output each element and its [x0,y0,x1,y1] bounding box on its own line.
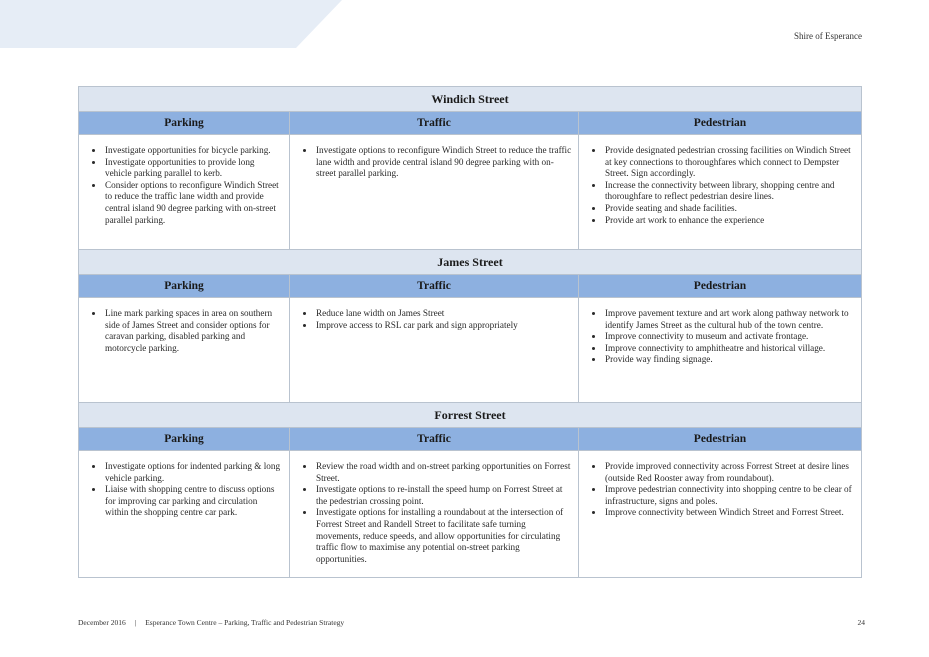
windich-pedestrian-cell: Provide designated pedestrian crossing f… [578,134,862,250]
bullet-list: Provide designated pedestrian crossing f… [579,145,855,226]
james-parking-cell: Line mark parking spaces in area on sout… [78,297,290,403]
column-header-parking: Parking [78,111,290,135]
list-item: Improve pedestrian connectivity into sho… [604,484,855,507]
column-header-pedestrian: Pedestrian [578,111,862,135]
footer-date: December 2016 [78,618,126,627]
list-item: Consider options to reconfigure Windich … [104,180,283,226]
column-header-parking: Parking [78,427,290,451]
list-item: Investigate options to re-install the sp… [315,484,572,507]
bullet-list: Line mark parking spaces in area on sout… [79,308,283,354]
strategy-table: Windich Street Parking Traffic Pedestria… [78,86,862,578]
bullet-list: Reduce lane width on James Street Improv… [290,308,572,331]
list-item: Improve access to RSL car park and sign … [315,320,572,332]
forrest-pedestrian-cell: Provide improved connectivity across For… [578,450,862,578]
bullet-list: Investigate options for indented parking… [79,461,283,519]
bullet-list: Investigate opportunities for bicycle pa… [79,145,283,226]
forrest-parking-cell: Investigate options for indented parking… [78,450,290,578]
column-header-traffic: Traffic [289,427,579,451]
column-header-parking: Parking [78,274,290,298]
list-item: Investigate opportunities to provide lon… [104,157,283,180]
list-item: Provide designated pedestrian crossing f… [604,145,855,180]
list-item: Liaise with shopping centre to discuss o… [104,484,283,519]
list-item: Improve pavement texture and art work al… [604,308,855,331]
list-item: Line mark parking spaces in area on sout… [104,308,283,354]
list-item: Investigate opportunities for bicycle pa… [104,145,283,157]
bullet-list: Provide improved connectivity across For… [579,461,855,519]
page-number: 24 [857,618,866,627]
list-item: Provide seating and shade facilities. [604,203,855,215]
list-item: Provide art work to enhance the experien… [604,215,855,227]
list-item: Improve connectivity to amphitheatre and… [604,343,855,355]
list-item: Reduce lane width on James Street [315,308,572,320]
header-organization: Shire of Esperance [794,31,862,41]
windich-traffic-cell: Investigate options to reconfigure Windi… [289,134,579,250]
bullet-list: Review the road width and on-street park… [290,461,572,565]
list-item: Investigate options to reconfigure Windi… [315,145,572,180]
list-item: Investigate options for installing a rou… [315,507,572,565]
column-header-traffic: Traffic [289,111,579,135]
footer-document-title: Esperance Town Centre – Parking, Traffic… [145,618,345,627]
james-pedestrian-cell: Improve pavement texture and art work al… [578,297,862,403]
windich-parking-cell: Investigate opportunities for bicycle pa… [78,134,290,250]
list-item: Provide improved connectivity across For… [604,461,855,484]
section-title-windich: Windich Street [78,86,862,112]
list-item: Increase the connectivity between librar… [604,180,855,203]
column-header-traffic: Traffic [289,274,579,298]
page-footer: December 2016 | Esperance Town Centre – Pa… [78,618,344,627]
footer-separator: | [134,618,137,627]
list-item: Improve connectivity between Windich Str… [604,507,855,519]
bullet-list: Investigate options to reconfigure Windi… [290,145,572,180]
james-traffic-cell: Reduce lane width on James Street Improv… [289,297,579,403]
header-corner-shape [0,0,342,48]
forrest-traffic-cell: Review the road width and on-street park… [289,450,579,578]
list-item: Review the road width and on-street park… [315,461,572,484]
column-header-pedestrian: Pedestrian [578,274,862,298]
column-header-pedestrian: Pedestrian [578,427,862,451]
list-item: Improve connectivity to museum and activ… [604,331,855,343]
list-item: Investigate options for indented parking… [104,461,283,484]
section-title-forrest: Forrest Street [78,402,862,428]
section-title-james: James Street [78,249,862,275]
list-item: Provide way finding signage. [604,354,855,366]
bullet-list: Improve pavement texture and art work al… [579,308,855,366]
